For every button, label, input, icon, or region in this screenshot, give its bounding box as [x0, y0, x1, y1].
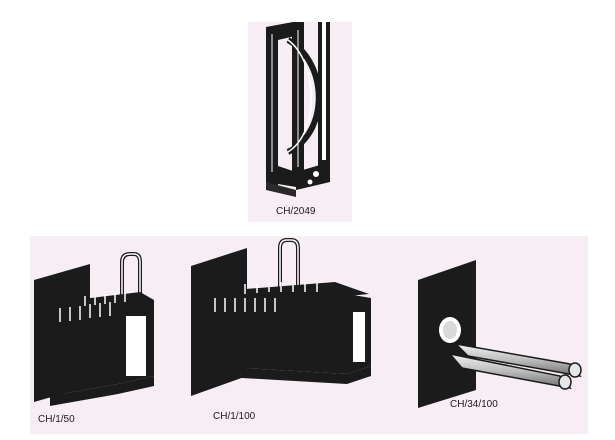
product-label-ch2049: CH/2049	[276, 206, 316, 217]
product-label-ch1100: CH/1/100	[213, 411, 256, 422]
product-panel-ch1100: CH/1/100	[185, 236, 385, 434]
product-panel-ch2049: CH/2049	[248, 22, 352, 222]
ch150-illustration	[34, 252, 154, 406]
ch2049-illustration	[266, 22, 330, 197]
product-label-ch34100: CH/34/100	[450, 399, 498, 410]
ch34100-illustration	[418, 260, 582, 408]
product-panel-ch34100: CH/34/100	[410, 236, 588, 434]
product-panel-ch150: CH/1/50	[30, 236, 170, 434]
ch1100-illustration	[191, 238, 371, 396]
product-label-ch150: CH/1/50	[38, 414, 75, 425]
